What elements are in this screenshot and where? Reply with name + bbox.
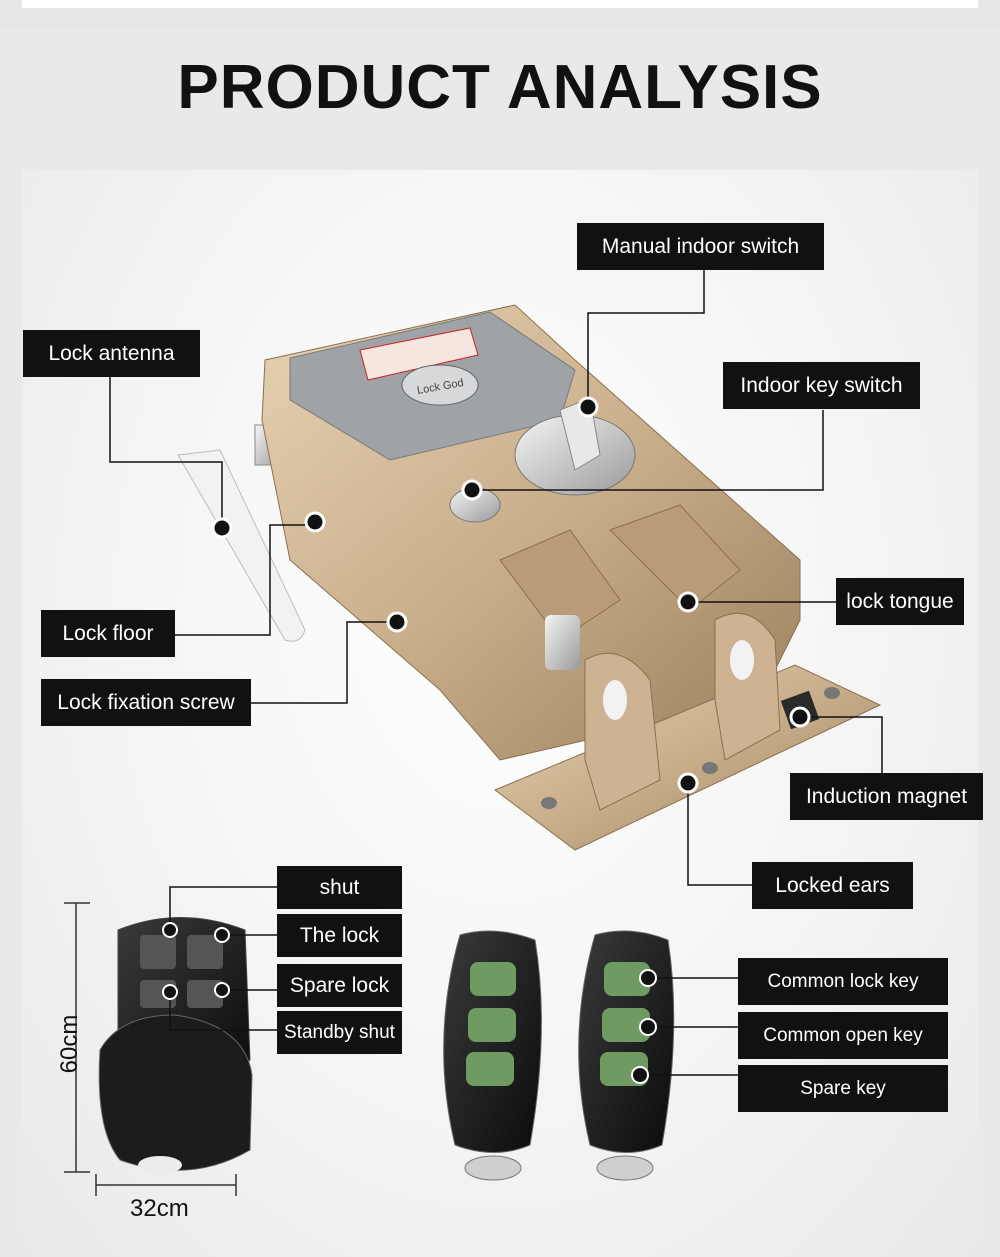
label-spare-key: Spare key	[738, 1065, 948, 1112]
label-locked-ears: Locked ears	[752, 862, 913, 909]
leader-dots	[211, 396, 811, 794]
indoor-knob	[449, 397, 636, 523]
remote-green-right	[578, 930, 675, 1181]
label-spare-lock: Spare lock	[277, 964, 402, 1007]
leader-lines	[109, 270, 883, 886]
label-lock-floor: Lock floor	[41, 610, 175, 657]
label-induction-magnet: Induction magnet	[790, 773, 983, 820]
green-remote-dots	[631, 969, 657, 1084]
label-common-lock-key: Common lock key	[738, 958, 948, 1005]
label-manual-indoor-switch: Manual indoor switch	[577, 223, 824, 270]
label-shut: shut	[277, 866, 402, 909]
page-title: PRODUCT ANALYSIS	[177, 53, 823, 122]
dimension-lines	[64, 902, 237, 1196]
remote-green-left	[443, 930, 542, 1181]
label-lock-antenna: Lock antenna	[23, 330, 200, 377]
remote-four-button	[98, 917, 253, 1174]
label-common-open-key: Common open key	[738, 1012, 948, 1059]
lock-ears-base	[494, 612, 882, 851]
dimension-width: 32cm	[130, 1195, 189, 1222]
label-lock-fixation-screw: Lock fixation screw	[41, 679, 251, 726]
lock-body: Lock God	[261, 304, 801, 761]
label-standby-shut: Standby shut	[277, 1011, 402, 1054]
top-strip	[0, 0, 1000, 26]
top-strip-inner	[22, 0, 978, 8]
label-lock-tongue: lock tongue	[836, 578, 964, 625]
label-the-lock: The lock	[277, 914, 402, 957]
dimension-height: 60cm	[56, 1014, 83, 1074]
label-indoor-key-switch: Indoor key switch	[723, 362, 920, 409]
remote-leader-lines	[169, 886, 277, 1031]
remote-dots	[162, 922, 230, 1000]
green-remote-leaders	[640, 977, 738, 1076]
